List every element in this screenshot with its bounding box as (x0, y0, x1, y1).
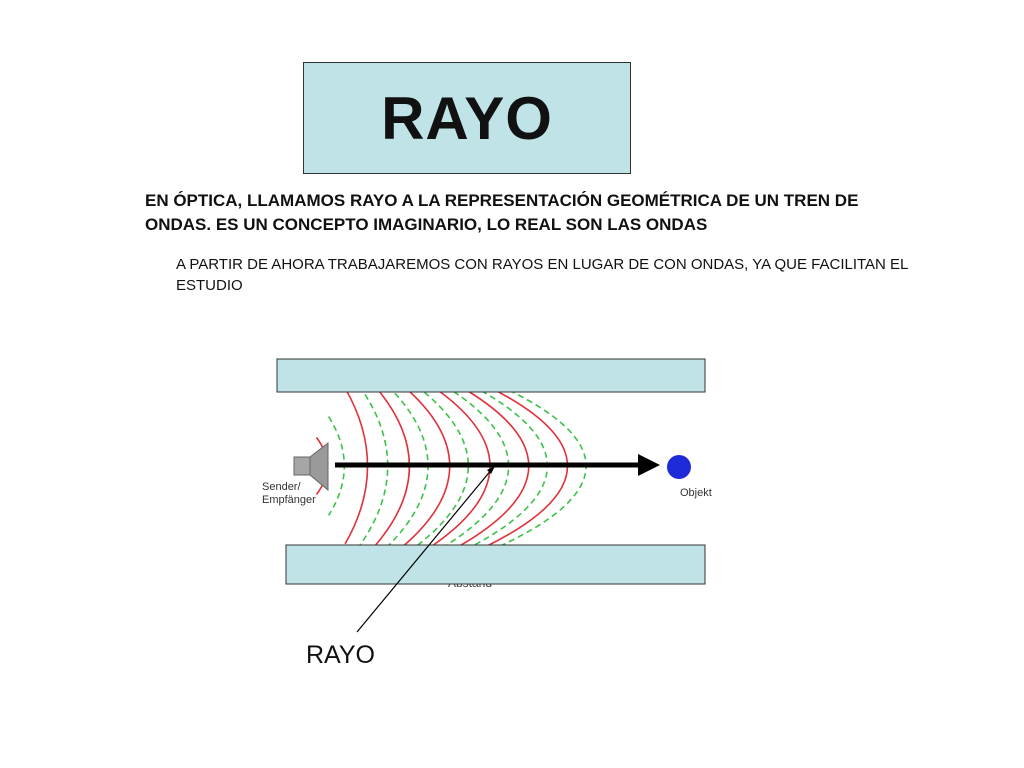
ray-pointer-head (487, 466, 495, 474)
lower-box (285, 544, 706, 585)
wave-front-dashed (416, 385, 470, 547)
ray-label: RAYO (306, 641, 375, 669)
sender-label: Sender/ Empfänger (262, 481, 316, 506)
slide-title: RAYO (381, 84, 553, 152)
wave-front-dashed (358, 385, 389, 547)
object-label: Objekt (680, 487, 712, 499)
definition-text: EN ÓPTICA, LLAMAMOS RAYO A LA REPRESENTA… (145, 191, 859, 234)
note-text: A PARTIR DE AHORA TRABAJAREMOS CON RAYOS… (176, 256, 908, 294)
speaker-icon (293, 441, 329, 492)
wave-front-dashed (444, 385, 510, 547)
upper-box (276, 358, 706, 393)
ray-arrow-head (638, 454, 660, 476)
object-dot (667, 455, 691, 479)
ray-pointer-line (356, 468, 493, 633)
title-box: RAYO (303, 62, 631, 174)
